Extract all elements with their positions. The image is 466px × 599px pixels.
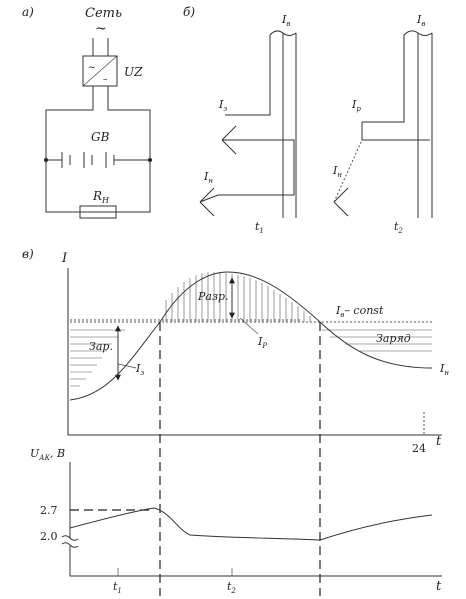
flow-right-discharge — [361, 122, 430, 141]
battery-symbol — [46, 152, 150, 168]
svg-text:–: – — [103, 75, 108, 85]
voltage-axes — [69, 462, 442, 577]
load-label: RН — [92, 189, 110, 205]
mains-leads — [92, 38, 109, 56]
discharge-label: Разр. — [197, 290, 229, 303]
ytick-2-7: 2.7 — [40, 504, 58, 517]
panel-v-current-plot: в) I t 24 Разр. Зар. IР Iз — [22, 247, 449, 596]
panel-v-tag: в) — [22, 247, 34, 261]
panel-b-flows: б) Iв Iз Iн t1 Iв Iр Iн t2 — [183, 5, 433, 235]
panel-a-circuit: а) Сеть ~ ~ – UZ GB RН — [22, 5, 152, 219]
voltage-plot: UАК, В t 2.7 2.0 t1 t2 — [30, 447, 442, 595]
svg-text:~: ~ — [88, 63, 96, 73]
voltage-axis-label: UАК, В — [30, 447, 65, 462]
discharge-hatch — [165, 272, 311, 322]
flow-left-load-arrow — [199, 187, 219, 217]
svg-text:t1: t1 — [113, 580, 122, 595]
flow-left-charge-arrow — [218, 125, 295, 196]
flow-left-break — [269, 30, 297, 36]
voltage-time-label: t — [436, 579, 442, 594]
panel-b-tag: б) — [183, 5, 195, 19]
svg-text:IР: IР — [257, 335, 267, 350]
current-axis-label: I — [61, 251, 68, 266]
svg-text:t2: t2 — [227, 580, 236, 595]
bus-wires — [45, 86, 151, 213]
current-time-label: t — [436, 434, 442, 449]
svg-text:Iз: Iз — [218, 98, 227, 113]
charge-hatch-right — [322, 329, 432, 352]
voltage-curve — [69, 507, 433, 541]
svg-text:Iр: Iр — [351, 98, 361, 113]
flow-left-outline — [225, 33, 284, 218]
svg-text:Iн: Iн — [439, 362, 449, 377]
rectifier-diagonal — [82, 55, 118, 87]
svg-text:Iв: Iв — [416, 13, 425, 28]
load-current-curve — [69, 271, 433, 401]
battery-label: GB — [91, 130, 110, 144]
charge-hatch-left — [70, 329, 125, 387]
svg-text:t1: t1 — [255, 220, 264, 235]
ac-symbol: ~ — [95, 21, 107, 37]
flow-right-outline — [362, 33, 419, 218]
svg-text:Iз: Iз — [135, 362, 144, 377]
panel-a-tag: а) — [22, 5, 34, 19]
load-resistor — [79, 205, 117, 219]
charge-label: Зар. — [89, 340, 113, 353]
rectifier-box — [82, 55, 118, 87]
axis-break — [61, 535, 79, 548]
tick-24: 24 — [412, 442, 426, 455]
svg-text:t2: t2 — [394, 220, 403, 235]
svg-text:Iн: Iн — [332, 164, 342, 179]
rectifier-label: UZ — [124, 65, 143, 79]
iv-const-label: Iв– const — [335, 304, 384, 319]
current-axes — [67, 268, 442, 436]
svg-text:Iв: Iв — [281, 13, 290, 28]
svg-text:Iн: Iн — [203, 170, 213, 185]
zaryad-label: Заряд — [376, 332, 411, 345]
mains-label: Сеть — [85, 6, 122, 21]
flow-right-load-arrow — [333, 187, 349, 217]
ytick-2-0: 2.0 — [40, 530, 58, 543]
